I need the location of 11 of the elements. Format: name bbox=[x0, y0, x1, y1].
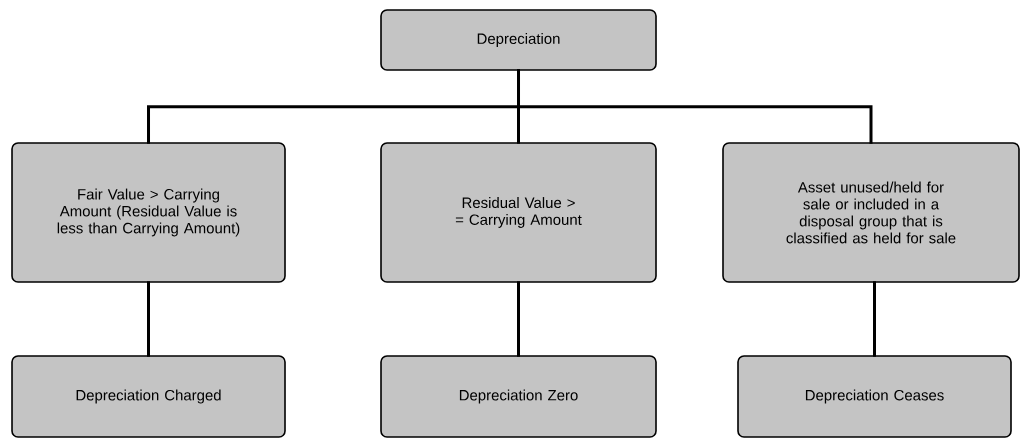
connector-line bbox=[873, 281, 876, 357]
box: Depreciation Ceases bbox=[737, 355, 1012, 438]
connector-line bbox=[517, 281, 520, 357]
box: Depreciation bbox=[380, 9, 657, 71]
box: Residual Value > = Carrying Amount bbox=[380, 142, 657, 283]
box: Asset unused/held for sale or included in a disposal group that is classified as held for sale bbox=[722, 142, 1020, 283]
connector-line bbox=[517, 69, 873, 144]
box: Depreciation Charged bbox=[11, 355, 286, 438]
box: Depreciation Zero bbox=[380, 355, 657, 438]
connector-line bbox=[147, 281, 150, 357]
box: Fair Value > Carrying Amount (Residual Value is less than Carrying Amount) bbox=[11, 142, 286, 283]
